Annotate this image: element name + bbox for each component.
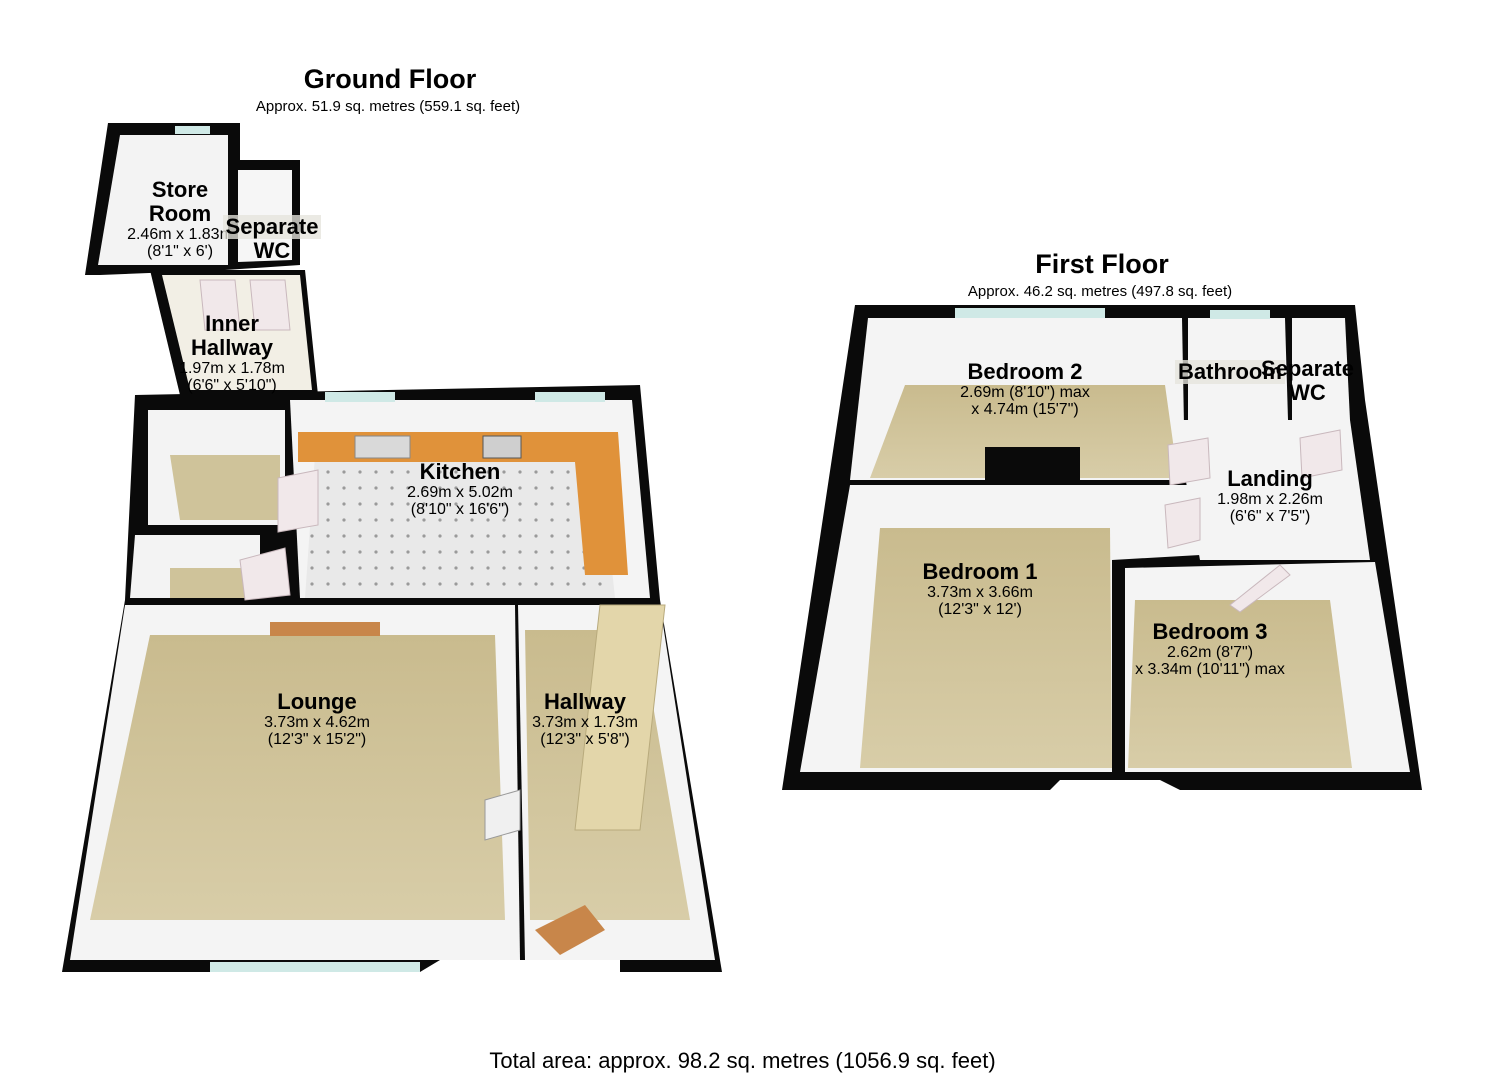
room-name-line: Hallway xyxy=(544,689,626,714)
room-name-line: WC xyxy=(1289,379,1326,405)
kitchen-window-1 xyxy=(325,392,395,402)
bedroom-2-window xyxy=(955,308,1105,318)
store-window xyxy=(175,126,210,134)
room-label-kitchen: Kitchen 2.69m x 5.02m (8'10" x 16'6") xyxy=(375,460,545,518)
kitchen-hob xyxy=(482,435,522,459)
ground-floor-title: Ground Floor xyxy=(303,64,477,94)
first-floor-plan xyxy=(782,305,1422,790)
ground-floor-plan xyxy=(62,123,722,972)
landing-door-1 xyxy=(1167,437,1211,486)
bedroom-2-chimney xyxy=(985,447,1080,482)
room-name-line: Bedroom 3 xyxy=(1152,619,1268,644)
room-label-store-room: Store Room 2.46m x 1.83m (8'1" x 6') xyxy=(100,178,260,260)
kitchen-floor xyxy=(305,455,615,598)
room-name-line: Bedroom 2 xyxy=(967,359,1083,384)
separate-wc-ff-floor xyxy=(1292,318,1350,420)
room-label-separate-wc-first: Separate WC xyxy=(1250,357,1365,405)
lounge-window xyxy=(210,962,420,972)
room-dim-line: (8'1" x 6') xyxy=(146,242,214,260)
hallway-stairs xyxy=(574,604,666,831)
room-name-line: Kitchen xyxy=(419,459,501,484)
bedroom-3-floor xyxy=(1128,600,1352,768)
inner-hall-door xyxy=(199,279,241,331)
room-dim-line: (12'3" x 5'8") xyxy=(540,731,630,749)
room-dim-line: x 3.34m (10'11") max xyxy=(1135,661,1285,679)
room-dim-line: (12'3" x 15'2") xyxy=(267,731,367,749)
room-name-line: Landing xyxy=(1227,466,1313,491)
store-room-floor xyxy=(98,135,228,265)
bedroom-2-floor xyxy=(870,385,1178,478)
room-name-line: Store xyxy=(151,177,209,202)
kitchen-door-1 xyxy=(277,469,319,533)
room-name-line: Separate xyxy=(1261,356,1354,381)
room-name-line: Bedroom 1 xyxy=(922,559,1038,584)
room-label-bedroom-3: Bedroom 3 2.62m (8'7") x 3.34m (10'11") … xyxy=(1105,620,1315,678)
hallway-door-mat xyxy=(535,905,605,955)
kitchen-sink xyxy=(354,435,411,459)
room-name-line: Hallway xyxy=(191,334,273,360)
room-dim-line: (6'6" x 7'5") xyxy=(1229,508,1311,526)
room-label-bedroom-2: Bedroom 2 2.69m (8'10") max x 4.74m (15'… xyxy=(930,360,1120,418)
total-area: Total area: approx. 98.2 sq. metres (105… xyxy=(489,1048,996,1073)
bathroom-window xyxy=(1210,310,1270,319)
room-label-bedroom-1: Bedroom 1 3.73m x 3.66m (12'3" x 12') xyxy=(895,560,1065,618)
room-name-line: Room xyxy=(148,200,212,226)
first-floor-area: Approx. 46.2 sq. metres (497.8 sq. feet) xyxy=(967,283,1233,300)
lounge-floor xyxy=(90,635,505,920)
room-name-line: Inner xyxy=(205,311,259,336)
room-dim-line: 1.98m x 2.26m xyxy=(1217,490,1323,508)
room-dim-line: 3.73m x 1.73m xyxy=(532,713,638,731)
landing-door-2 xyxy=(1299,429,1343,479)
kitchen-window-2 xyxy=(535,392,605,402)
room-name-line: Lounge xyxy=(277,689,357,714)
room-dim-line: (6'6" x 5'10") xyxy=(187,376,277,394)
room-label-landing: Landing 1.98m x 2.26m (6'6" x 7'5") xyxy=(1190,467,1350,525)
bedroom-3-door xyxy=(1229,564,1291,613)
kitchen-worktop xyxy=(298,432,628,575)
room-label-bathroom: Bathroom xyxy=(1165,360,1295,384)
wc-door xyxy=(249,279,291,331)
room-dim-line: (12'3" x 12') xyxy=(938,601,1022,619)
bedroom-1-floor xyxy=(860,528,1112,768)
room-label-hallway: Hallway 3.73m x 1.73m (12'3" x 5'8") xyxy=(505,690,665,748)
room-name-line: WC xyxy=(253,237,291,263)
room-dim-line: 2.62m (8'7") xyxy=(1166,643,1254,661)
room-dim-line: 2.69m x 5.02m xyxy=(407,483,513,501)
room-label-separate-wc-ground: Separate WC xyxy=(212,215,332,263)
first-floor-title: First Floor xyxy=(1035,249,1169,279)
bedroom-1-door xyxy=(1164,497,1201,549)
room-name-line: Bathroom xyxy=(1175,360,1285,384)
room-dim-line: 3.73m x 3.66m xyxy=(927,583,1033,601)
room-name-line: Separate xyxy=(222,215,322,239)
room-dim-line: 2.46m x 1.83m xyxy=(127,225,233,243)
room-dim-line: 1.97m x 1.78m xyxy=(179,359,285,377)
utility-carpet-2 xyxy=(170,568,255,598)
room-dim-line: 3.73m x 4.62m xyxy=(264,713,370,731)
ground-floor-area: Approx. 51.9 sq. metres (559.1 sq. feet) xyxy=(255,98,521,115)
room-label-lounge: Lounge 3.73m x 4.62m (12'3" x 15'2") xyxy=(232,690,402,748)
lounge-radiator xyxy=(484,789,521,841)
room-dim-line: 2.69m (8'10") max xyxy=(960,383,1090,401)
utility-carpet xyxy=(170,455,280,520)
room-dim-line: (8'10" x 16'6") xyxy=(410,501,510,519)
room-label-inner-hallway: Inner Hallway 1.97m x 1.78m (6'6" x 5'10… xyxy=(152,312,312,394)
room-dim-line: x 4.74m (15'7") xyxy=(971,401,1079,419)
kitchen-door-2 xyxy=(239,547,291,601)
lounge-fireplace xyxy=(270,622,380,636)
